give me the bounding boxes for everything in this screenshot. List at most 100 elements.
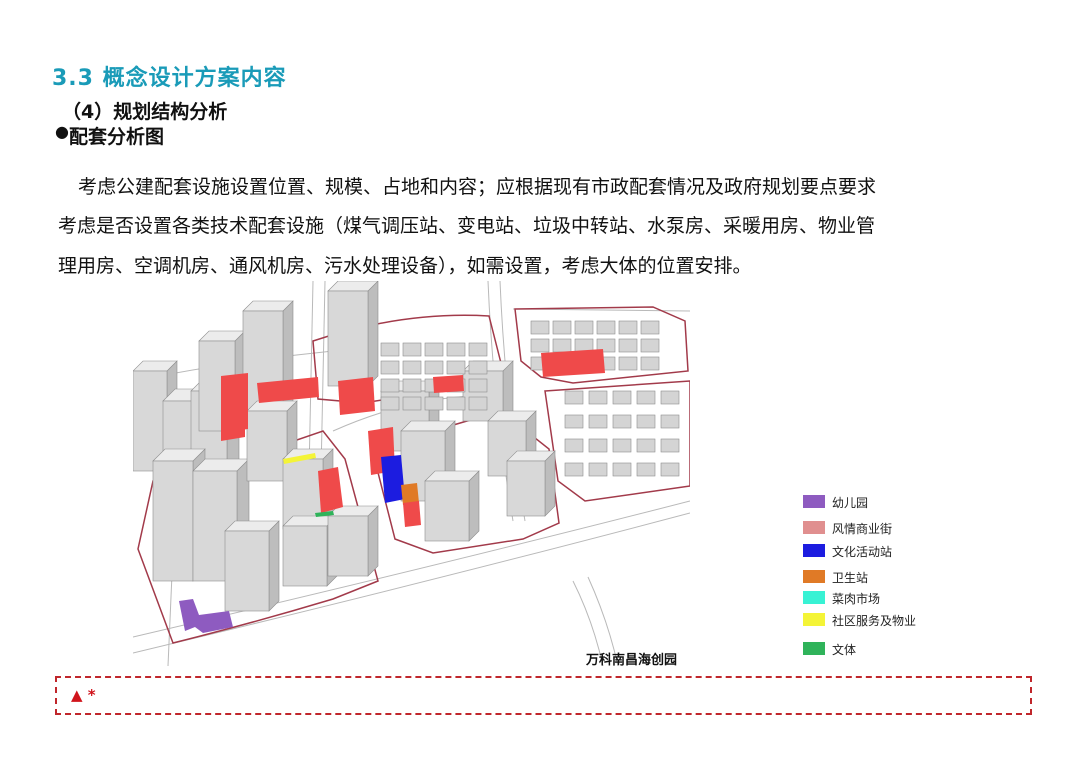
low-rise-building	[447, 361, 465, 374]
low-rise-building	[447, 343, 465, 356]
legend-swatch	[803, 591, 825, 604]
low-rise-building	[469, 343, 487, 356]
figure-caption: 万科南昌海创园	[586, 649, 677, 668]
low-rise-building	[613, 391, 631, 404]
low-rise-building	[425, 397, 443, 410]
legend-label: 文体	[832, 641, 856, 658]
site-plan-figure	[133, 281, 690, 666]
building-side	[368, 281, 378, 386]
building-front	[247, 411, 287, 481]
low-rise-building	[589, 463, 607, 476]
culture-station-block	[381, 455, 405, 503]
low-rise-building	[589, 415, 607, 428]
low-rise-building	[381, 343, 399, 356]
low-rise-building	[531, 321, 549, 334]
low-rise-building	[637, 439, 655, 452]
low-rise-building	[589, 391, 607, 404]
low-rise-building	[403, 379, 421, 392]
low-rise-building	[469, 379, 487, 392]
low-rise-building	[597, 321, 615, 334]
low-rise-building	[619, 357, 637, 370]
low-rise-building	[381, 361, 399, 374]
building-top	[401, 421, 455, 431]
legend-swatch	[803, 521, 825, 534]
low-rise-building	[641, 357, 659, 370]
low-rise-building	[403, 397, 421, 410]
building-massing	[133, 281, 679, 611]
low-rise-building	[425, 361, 443, 374]
low-rise-building	[637, 463, 655, 476]
bullet-dot-icon: ●	[55, 122, 69, 141]
low-rise-building	[565, 463, 583, 476]
building-top	[225, 521, 279, 531]
low-rise-building	[637, 415, 655, 428]
low-rise-building	[619, 321, 637, 334]
commercial-east-1	[541, 349, 605, 377]
legend-label: 社区服务及物业	[832, 612, 916, 629]
legend-label: 菜肉市场	[832, 590, 880, 607]
legend-swatch	[803, 495, 825, 508]
paragraph-line-1: 考虑公建配套设施设置位置、规模、占地和内容；应根据现有市政配套情况及政府规划要点…	[78, 172, 876, 199]
low-rise-building	[641, 321, 659, 334]
building-front	[153, 461, 193, 581]
building-front	[225, 531, 269, 611]
low-rise-building	[589, 439, 607, 452]
low-rise-building	[637, 391, 655, 404]
low-rise-building	[565, 439, 583, 452]
low-rise-building	[613, 463, 631, 476]
building-side	[368, 506, 378, 576]
site-plan-drawing	[133, 281, 690, 666]
building-front	[425, 481, 469, 541]
low-rise-building	[403, 343, 421, 356]
low-rise-building	[531, 339, 549, 352]
legend-swatch	[803, 613, 825, 626]
low-rise-building	[469, 361, 487, 374]
legend-label: 幼儿园	[832, 494, 868, 511]
legend-swatch	[803, 544, 825, 557]
building-front	[328, 516, 368, 576]
building-front	[507, 461, 545, 516]
legend-swatch	[803, 570, 825, 583]
low-rise-building	[661, 391, 679, 404]
building-side	[545, 451, 555, 516]
commercial-south-1	[318, 467, 343, 513]
legend-label: 卫生站	[832, 569, 868, 586]
low-rise-building	[641, 339, 659, 352]
low-rise-building	[613, 439, 631, 452]
building-side	[469, 471, 479, 541]
low-rise-building	[553, 339, 571, 352]
building-front	[328, 291, 368, 386]
paragraph-line-2: 考虑是否设置各类技术配套设施（煤气调压站、变电站、垃圾中转站、水泵房、采暖用房、…	[58, 211, 875, 238]
low-rise-building	[447, 397, 465, 410]
low-rise-building	[553, 321, 571, 334]
low-rise-building	[661, 463, 679, 476]
bullet-heading: ●配套分析图	[55, 122, 164, 149]
low-rise-building	[565, 391, 583, 404]
low-rise-building	[575, 321, 593, 334]
low-rise-building	[469, 397, 487, 410]
low-rise-building	[403, 361, 421, 374]
commercial-center-2	[433, 375, 464, 393]
note-mark: ▲ *	[71, 686, 96, 704]
low-rise-building	[661, 439, 679, 452]
low-rise-building	[381, 379, 399, 392]
commercial-strip-west	[221, 373, 248, 433]
low-rise-building	[565, 415, 583, 428]
low-rise-building	[381, 397, 399, 410]
legend-swatch	[803, 642, 825, 655]
commercial-south-2	[403, 501, 421, 527]
low-rise-building	[619, 339, 637, 352]
paragraph-line-3: 理用房、空调机房、通风机房、污水处理设备），如需设置，考虑大体的位置安排。	[58, 251, 752, 278]
commercial-center-1	[338, 377, 375, 415]
section-title: 3.3 概念设计方案内容	[52, 60, 287, 92]
legend-label: 风情商业街	[832, 520, 892, 537]
legend-label: 文化活动站	[832, 543, 892, 560]
building-top	[425, 471, 479, 481]
low-rise-building	[425, 343, 443, 356]
bullet-heading-text: 配套分析图	[69, 126, 164, 148]
subsection-title: （4）规划结构分析	[62, 97, 227, 124]
note-box: ▲ *	[55, 676, 1032, 715]
low-rise-building	[613, 415, 631, 428]
building-side	[269, 521, 279, 611]
building-front	[283, 526, 327, 586]
